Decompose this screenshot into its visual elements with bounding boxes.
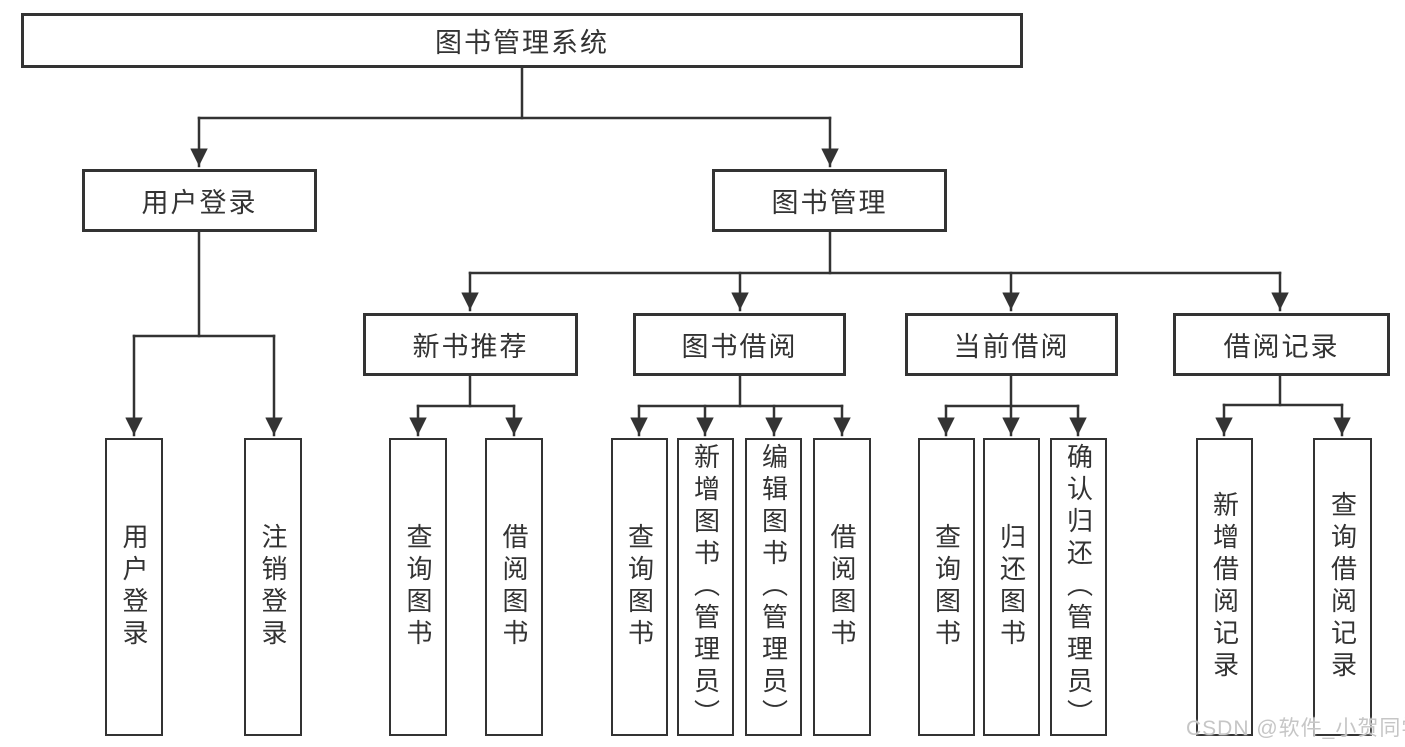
leaf-return-book: 归还图书 bbox=[983, 438, 1040, 736]
leaf-confirm-return-admin: 确认归还（管理员） bbox=[1050, 438, 1107, 736]
leaf-search-books-current: 查询图书 bbox=[918, 438, 975, 736]
leaf-edit-book-admin-label: 编辑图书（管理员） bbox=[758, 443, 789, 731]
leaf-add-book-admin-label: 新增图书（管理员） bbox=[690, 443, 721, 731]
leaf-borrow-books: 借阅图书 bbox=[813, 438, 871, 736]
leaf-search-books-recommend-label: 查询图书 bbox=[403, 523, 433, 651]
leaf-search-books-borrow: 查询图书 bbox=[611, 438, 668, 736]
leaf-return-book-label: 归还图书 bbox=[996, 523, 1027, 651]
node-book-management: 图书管理 bbox=[712, 169, 947, 232]
csdn-watermark: CSDN @软件_小贺同学 bbox=[1186, 717, 1405, 740]
leaf-user-login: 用户登录 bbox=[105, 438, 163, 736]
leaf-search-borrow-record-label: 查询借阅记录 bbox=[1327, 491, 1358, 683]
leaf-edit-book-admin: 编辑图书（管理员） bbox=[745, 438, 802, 736]
leaf-search-books-current-label: 查询图书 bbox=[931, 523, 962, 651]
leaf-add-borrow-record: 新增借阅记录 bbox=[1196, 438, 1253, 736]
leaf-add-book-admin: 新增图书（管理员） bbox=[677, 438, 734, 736]
leaf-logout-label: 注销登录 bbox=[258, 523, 288, 651]
leaf-borrow-books-label: 借阅图书 bbox=[827, 523, 857, 651]
leaf-logout: 注销登录 bbox=[244, 438, 302, 736]
node-borrow-records: 借阅记录 bbox=[1173, 313, 1390, 376]
leaf-borrow-books-recommend: 借阅图书 bbox=[485, 438, 543, 736]
node-book-borrow: 图书借阅 bbox=[633, 313, 846, 376]
leaf-add-borrow-record-label: 新增借阅记录 bbox=[1209, 491, 1240, 683]
node-current-borrow: 当前借阅 bbox=[905, 313, 1118, 376]
leaf-borrow-books-recommend-label: 借阅图书 bbox=[499, 523, 529, 651]
leaf-confirm-return-admin-label: 确认归还（管理员） bbox=[1063, 443, 1094, 731]
leaf-user-login-label: 用户登录 bbox=[119, 523, 149, 651]
leaf-search-books-recommend: 查询图书 bbox=[389, 438, 447, 736]
leaf-search-books-borrow-label: 查询图书 bbox=[624, 523, 655, 651]
node-user-login: 用户登录 bbox=[82, 169, 317, 232]
leaf-search-borrow-record: 查询借阅记录 bbox=[1313, 438, 1372, 736]
node-new-book-recommend: 新书推荐 bbox=[363, 313, 578, 376]
node-root: 图书管理系统 bbox=[21, 13, 1023, 68]
